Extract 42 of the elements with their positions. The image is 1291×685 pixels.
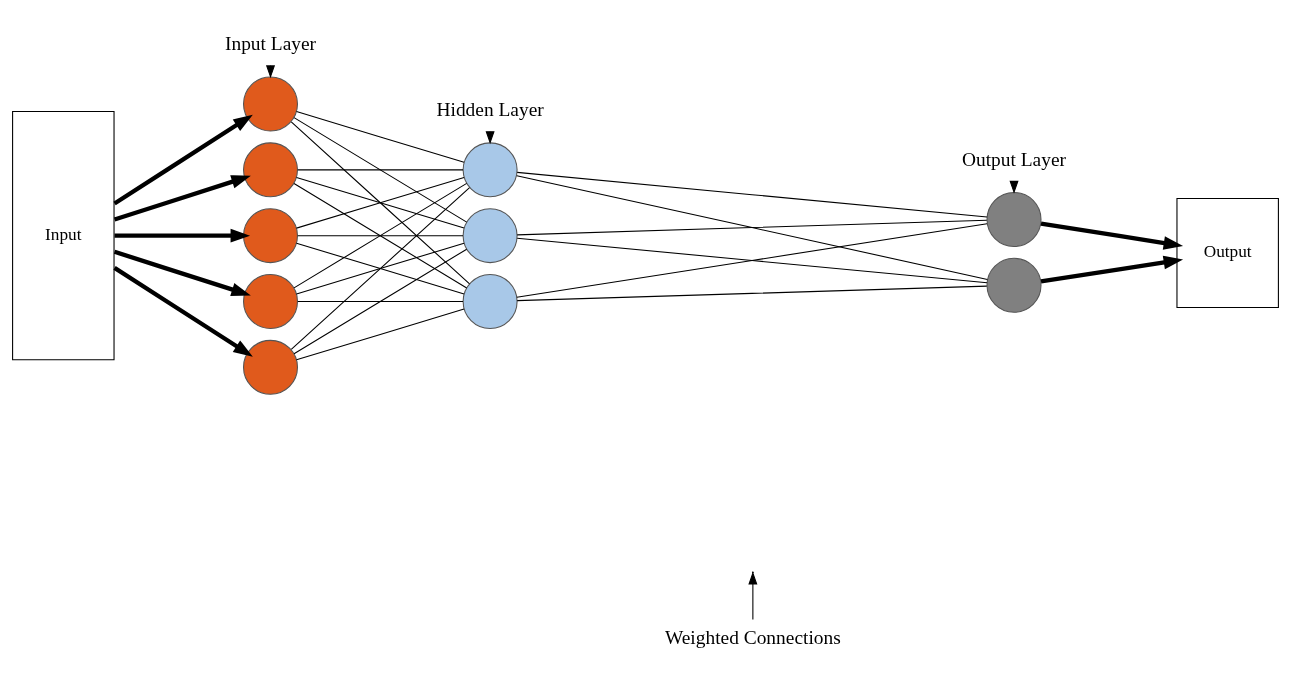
node-circle	[462, 208, 518, 264]
arrow	[113, 175, 251, 222]
node-box: Input	[12, 111, 115, 361]
connector	[516, 223, 988, 298]
node-text: Weighted Connections	[664, 627, 841, 649]
connector	[295, 111, 465, 163]
arrow	[1040, 255, 1184, 284]
connector	[290, 187, 471, 350]
connector	[295, 176, 465, 229]
node-circle	[243, 142, 299, 198]
connector	[293, 248, 468, 355]
connector	[295, 308, 465, 361]
arrow	[113, 249, 251, 297]
node-text: Output Layer	[962, 148, 1067, 170]
node-text: Input Layer	[224, 33, 317, 55]
node-box: Output	[1176, 197, 1279, 308]
node-circle	[243, 208, 299, 264]
connector	[516, 171, 988, 218]
node-text: Hidden Layer	[436, 99, 544, 121]
node-circle	[243, 76, 299, 132]
node-circle	[243, 339, 299, 395]
connector	[297, 169, 464, 171]
node-circle	[986, 257, 1042, 313]
node-circle	[243, 273, 299, 329]
connector	[290, 121, 471, 285]
connector	[297, 300, 464, 303]
connector	[516, 219, 988, 236]
connector	[293, 117, 468, 223]
arrow	[113, 114, 253, 206]
node-circle	[986, 191, 1042, 247]
connector	[516, 285, 988, 302]
arrow	[1040, 221, 1184, 250]
connector	[297, 235, 464, 237]
node-circle	[462, 142, 518, 198]
arrow	[114, 228, 251, 243]
connector	[516, 175, 988, 280]
arrow	[113, 266, 253, 357]
arrow	[748, 571, 758, 620]
connector	[516, 237, 988, 284]
connector	[293, 182, 468, 289]
connector	[295, 242, 465, 295]
node-circle	[462, 273, 518, 329]
